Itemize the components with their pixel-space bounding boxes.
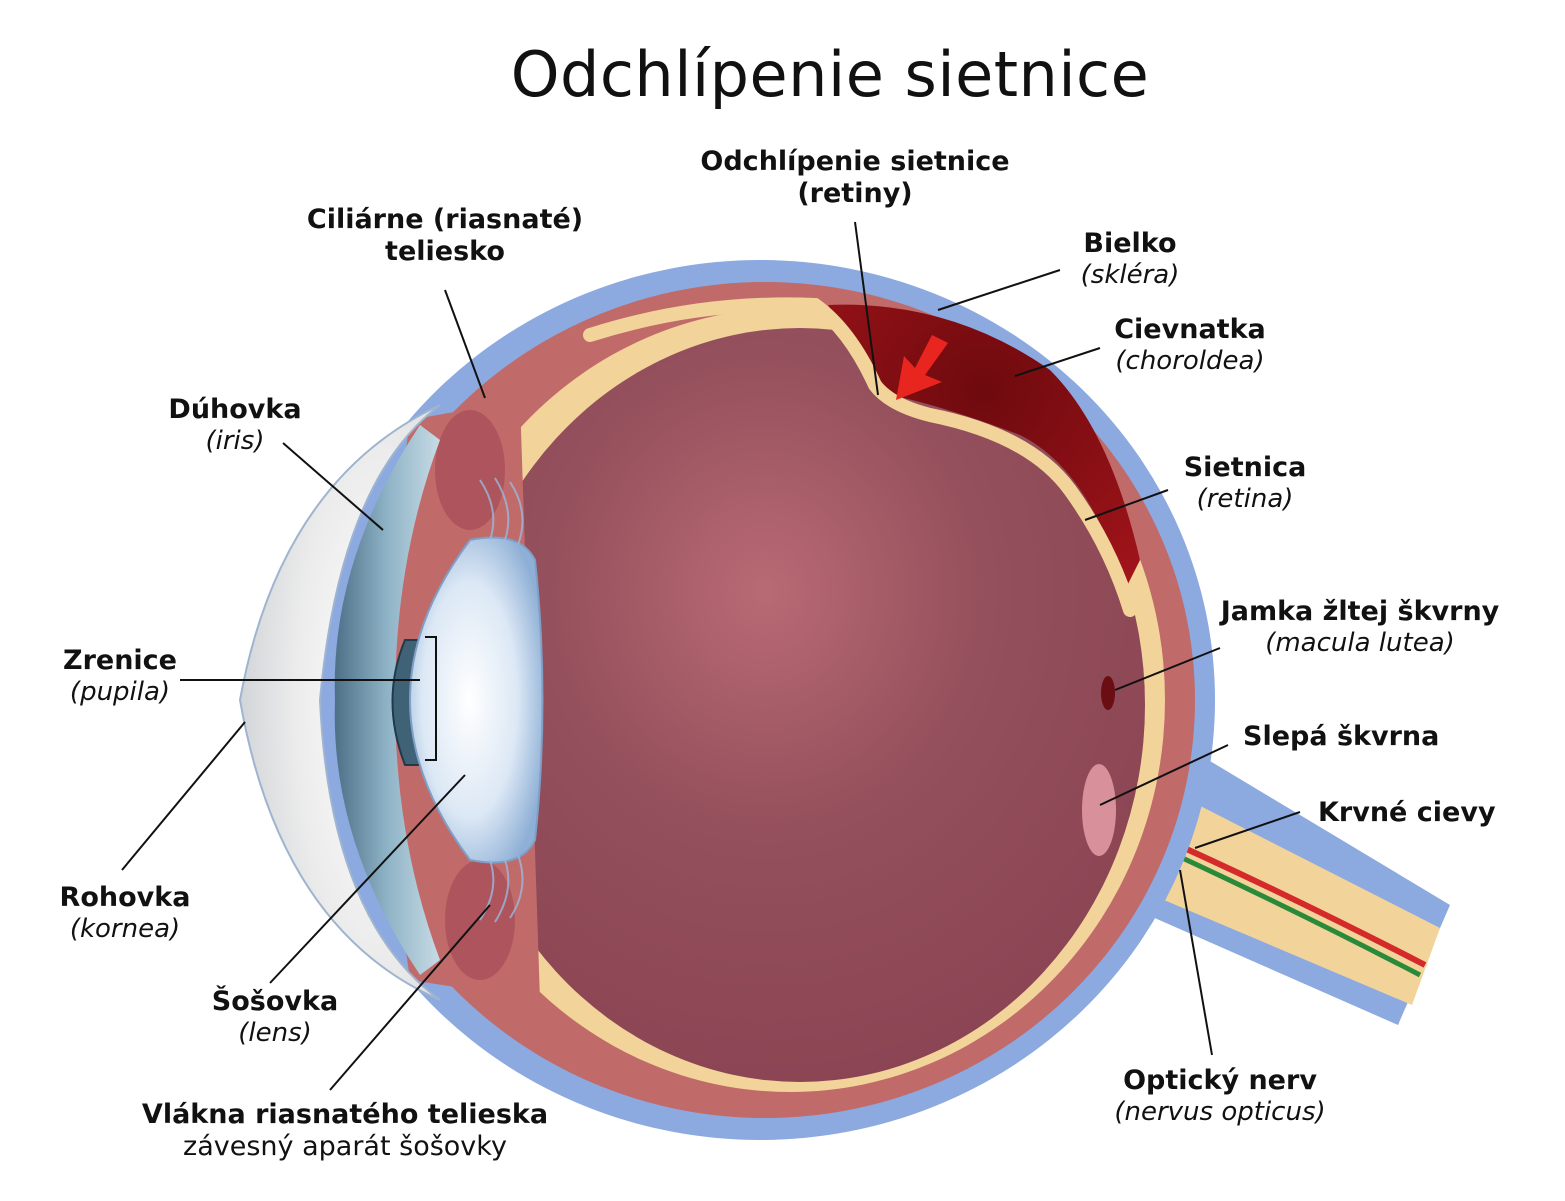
label-choroid-name: Cievnatka [1114,314,1266,345]
label-optic-nerve-name: Optický nerv [1123,1065,1317,1096]
label-vessels-name: Krvné cievy [1318,797,1496,828]
label-detachment: Odchlípenie sietnice (retiny) [680,146,1030,210]
detachment-arrow [896,335,948,400]
label-sclera: Bielko (skléra) [1050,228,1210,291]
label-iris-sub: (iris) [205,425,265,456]
detached-retina-edge [583,297,1137,617]
label-cornea: Rohovka (kornea) [35,882,215,945]
label-blind-spot-name: Slepá škvrna [1243,721,1440,752]
iris-shape [334,425,440,975]
macula-dot [1101,676,1115,710]
label-ciliary-name: Ciliárne (riasnaté) [306,204,584,235]
label-detachment-name: Odchlípenie sietnice [700,146,1010,177]
label-blind-spot: Slepá škvrna [1243,721,1503,753]
label-sclera-name: Bielko [1083,228,1177,259]
label-zonule: Vlákna riasnatého telieska závesný apará… [110,1099,580,1163]
label-zonule-name: Vlákna riasnatého telieska [141,1099,549,1130]
ciliary-fold-upper [435,410,505,530]
label-detachment-name2: (retiny) [797,177,913,209]
label-macula-sub: (macula lutea) [1265,627,1455,658]
label-zonule-sub: závesný aparát šošovky [183,1130,507,1162]
label-macula: Jamka žltej škvrny (macula lutea) [1205,596,1515,659]
label-choroid-sub: (choroldea) [1115,345,1265,376]
label-cornea-name: Rohovka [59,882,191,913]
label-choroid: Cievnatka (choroldea) [1095,314,1285,377]
label-retina-sub: (retina) [1196,483,1294,514]
label-optic-nerve-sub: (nervus opticus) [1114,1096,1326,1127]
pupil-bracket [425,636,437,761]
label-pupil-name: Zrenice [63,645,177,676]
blind-spot-disc [1082,764,1116,856]
label-vessels: Krvné cievy [1318,797,1538,829]
label-macula-name: Jamka žltej škvrny [1220,596,1500,627]
leader-lines [121,221,1301,1091]
label-cornea-sub: (kornea) [69,913,181,944]
lens-shape [408,536,544,864]
label-ciliary-name2: teliesko [385,235,505,267]
zonule-fibers [479,477,524,923]
label-optic-nerve: Optický nerv (nervus opticus) [1090,1065,1350,1128]
label-iris-name: Dúhovka [168,394,302,425]
label-pupil-sub: (pupila) [69,676,171,707]
label-lens-sub: (lens) [238,1017,312,1048]
label-retina-name: Sietnica [1183,452,1307,483]
label-retina: Sietnica (retina) [1165,452,1325,515]
diagram-title: Odchlípenie sietnice [510,38,1150,111]
label-lens-name: Šošovka [211,986,339,1017]
label-pupil: Zrenice (pupila) [35,645,205,708]
label-iris: Dúhovka (iris) [145,394,325,457]
cornea-shape [238,404,441,1001]
label-sclera-sub: (skléra) [1080,259,1180,290]
vitreous-body [455,328,1145,1082]
label-ciliary: Ciliárne (riasnaté) teliesko [290,204,600,268]
label-lens: Šošovka (lens) [195,986,355,1049]
